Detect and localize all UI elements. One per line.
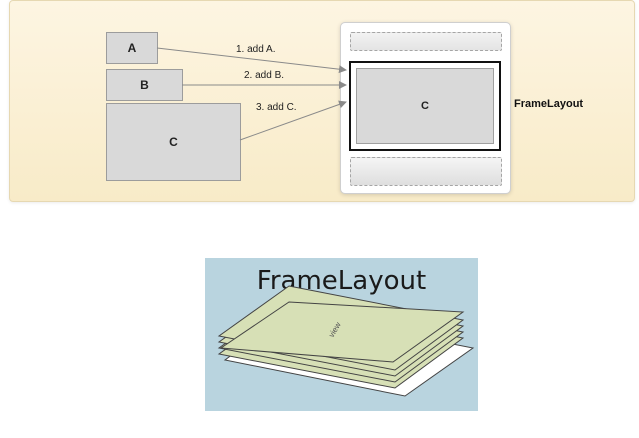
framelayout-label: FrameLayout: [514, 98, 584, 110]
stacked-views: view: [217, 285, 475, 397]
placeholder-bottom: [350, 157, 502, 186]
view-a-box: A: [106, 32, 158, 64]
view-c-label: C: [169, 135, 178, 149]
arrow-add-a: [156, 47, 347, 74]
view-c-box: C: [106, 103, 241, 181]
framelayout-device: C: [340, 22, 511, 194]
add-arrows: 1. add A. 2. add B. 3. add C.: [156, 44, 347, 141]
placeholder-top: [350, 32, 502, 51]
view-b-label: B: [140, 78, 149, 92]
step-3-label: 3. add C.: [256, 102, 297, 113]
layer-top: [219, 301, 465, 363]
framelayout-frame: C: [349, 61, 501, 151]
framelayout-illustration: FrameLayout view: [205, 258, 478, 411]
arrow-add-c: [239, 100, 347, 141]
frame-child-label: C: [421, 100, 429, 112]
step-2-label: 2. add B.: [244, 70, 284, 81]
step-1-label: 1. add A.: [236, 44, 275, 55]
frame-child-c: C: [356, 68, 494, 144]
view-a-label: A: [127, 41, 137, 55]
